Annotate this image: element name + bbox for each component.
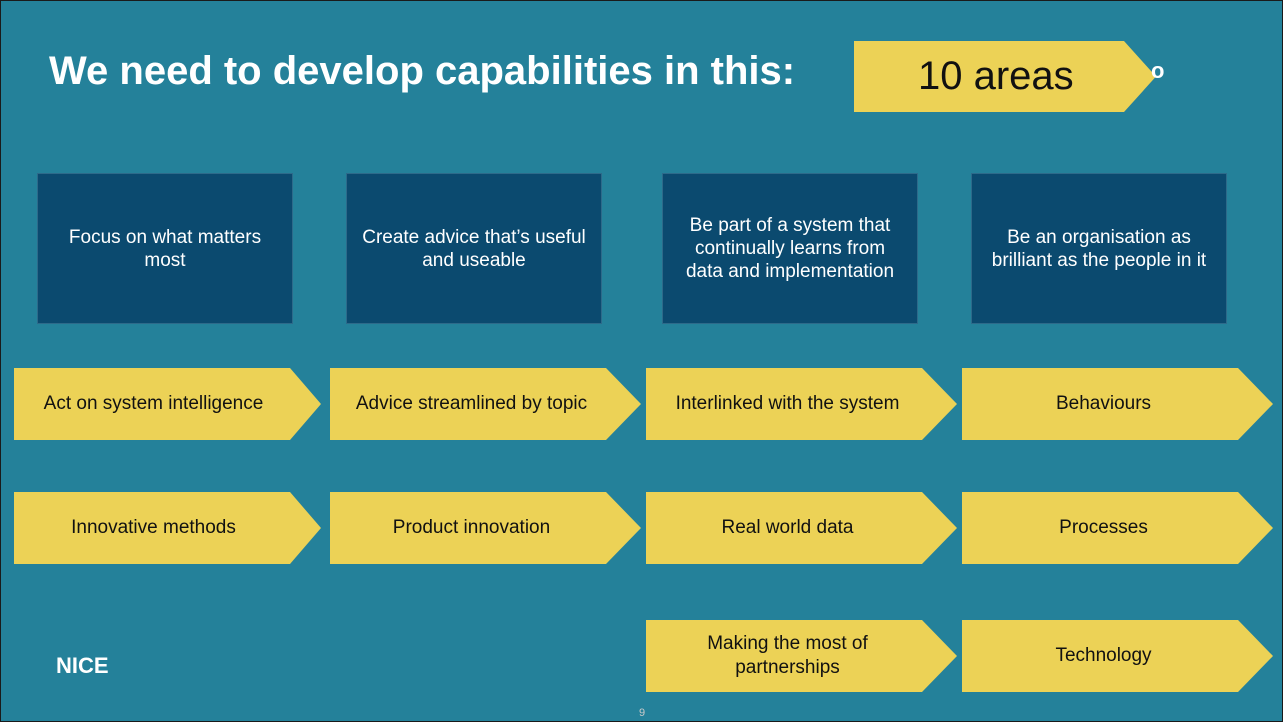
area-chevron-advice-streamlined: Advice streamlined by topic bbox=[330, 368, 641, 440]
pillar-box-advice: Create advice that’s useful and useable bbox=[346, 173, 602, 324]
area-chevron-processes: Processes bbox=[962, 492, 1273, 564]
area-chevron-partnerships: Making the most of partnerships bbox=[646, 620, 957, 692]
area-chevron-real-world-data: Real world data bbox=[646, 492, 957, 564]
area-chevron-interlinked: Interlinked with the system bbox=[646, 368, 957, 440]
area-chevron-behaviours: Behaviours bbox=[962, 368, 1273, 440]
pillar-box-system: Be part of a system that continually lea… bbox=[662, 173, 918, 324]
areas-count-badge: 10 areas bbox=[854, 41, 1156, 112]
areas-count-label: 10 areas bbox=[918, 54, 1074, 98]
pillar-box-focus: Focus on what matters most bbox=[37, 173, 293, 324]
nice-logo: NICE bbox=[56, 653, 109, 678]
pillar-box-organisation: Be an organisation as brilliant as the p… bbox=[971, 173, 1227, 324]
page-number: 9 bbox=[639, 707, 646, 719]
area-chevron-system-intelligence: Act on system intelligence bbox=[14, 368, 321, 440]
area-chevron-product-innovation: Product innovation bbox=[330, 492, 641, 564]
area-chevron-innovative-methods: Innovative methods bbox=[14, 492, 321, 564]
area-chevron-technology: Technology bbox=[962, 620, 1273, 692]
badge-overflow-glyph: o bbox=[1151, 58, 1165, 83]
slide-title: We need to develop capabilities in this: bbox=[49, 49, 796, 93]
